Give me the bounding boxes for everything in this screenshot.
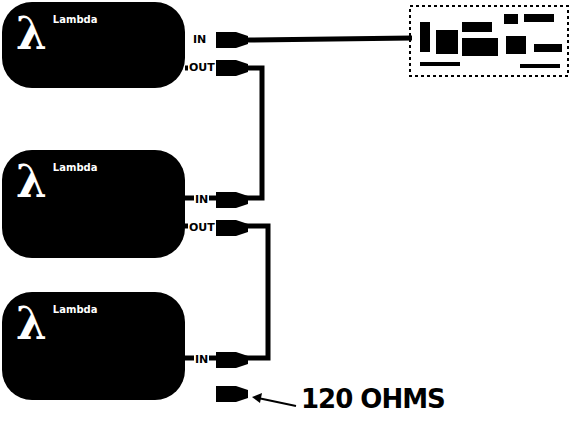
lambda-symbol: λ <box>16 158 47 206</box>
controller-module <box>410 6 568 76</box>
leader-line <box>258 398 296 406</box>
gauge-title: Lambda <box>53 14 98 26</box>
lambda-gauge: λ Lambda <box>2 2 185 88</box>
port-label: OUT <box>188 221 216 234</box>
module-cable <box>248 38 412 40</box>
gauge-title: Lambda <box>53 162 98 174</box>
port-label: IN <box>194 353 209 366</box>
lambda-gauge: λ Lambda <box>2 292 185 400</box>
port-label: IN <box>194 193 209 206</box>
terminator-label: 120 OHMS <box>300 384 446 414</box>
gauge-title: Lambda <box>53 304 98 316</box>
lambda-symbol: λ <box>16 300 47 348</box>
leader-arrowhead <box>252 393 262 403</box>
lambda-gauge: λ Lambda <box>2 150 185 258</box>
lambda-symbol: λ <box>16 10 47 58</box>
daisy-chain-cable <box>185 68 262 198</box>
port-label: IN <box>192 33 207 46</box>
connector-plugs <box>216 32 248 402</box>
port-label: OUT <box>188 61 216 74</box>
daisy-chain-cable <box>185 226 268 358</box>
